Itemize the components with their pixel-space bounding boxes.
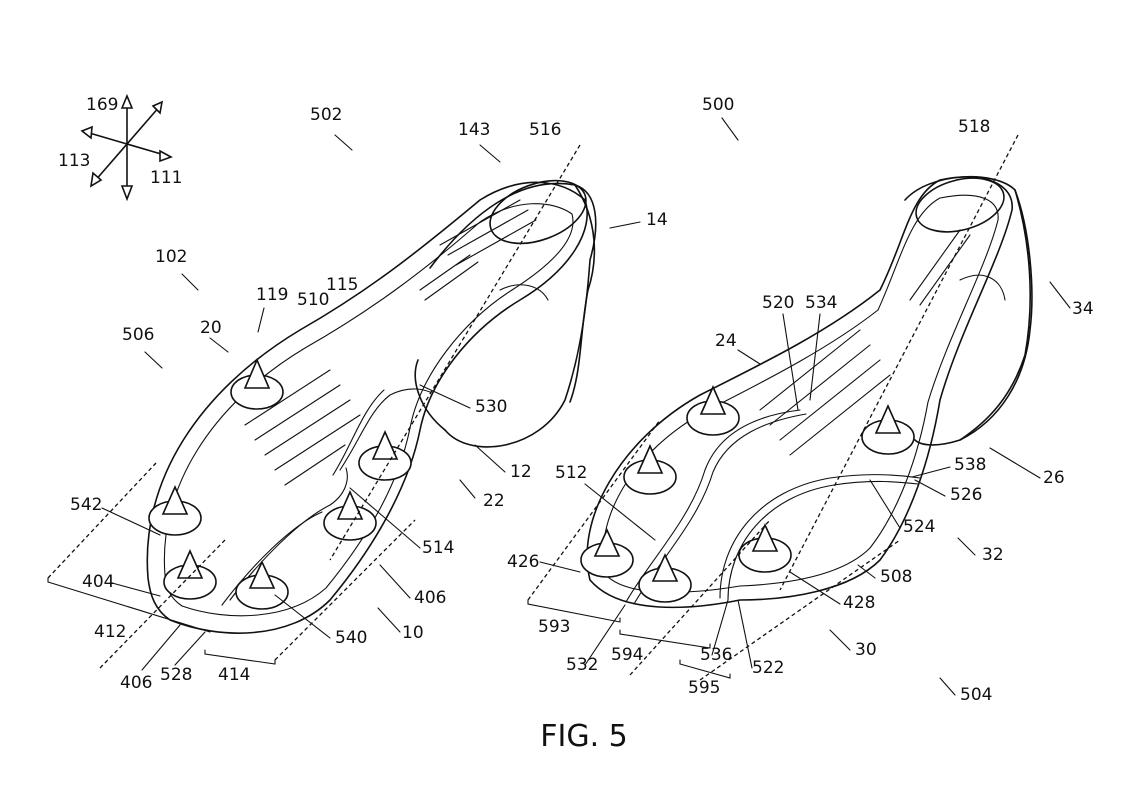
label-404: 404 (82, 572, 114, 592)
label-10: 10 (402, 623, 424, 643)
label-534: 534 (805, 293, 837, 313)
label-111: 111 (150, 168, 182, 188)
label-508: 508 (880, 567, 912, 587)
label-24: 24 (715, 331, 737, 351)
label-542: 542 (70, 495, 102, 515)
label-12: 12 (510, 462, 532, 482)
label-14: 14 (646, 210, 668, 230)
label-518: 518 (958, 117, 990, 137)
label-540: 540 (335, 628, 367, 648)
label-20: 20 (200, 318, 222, 338)
axis-glyph (80, 93, 173, 202)
label-500: 500 (702, 95, 734, 115)
label-113: 113 (58, 151, 90, 171)
cleats-left (148, 357, 412, 610)
label-26: 26 (1043, 468, 1065, 488)
label-593: 593 (538, 617, 570, 637)
label-32: 32 (982, 545, 1004, 565)
label-412: 412 (94, 622, 126, 642)
label-119: 119 (256, 285, 288, 305)
label-143: 143 (458, 120, 490, 140)
label-34: 34 (1072, 299, 1094, 319)
label-169: 169 (86, 95, 118, 115)
label-102: 102 (155, 247, 187, 267)
label-532: 532 (566, 655, 598, 675)
label-406a: 406 (414, 588, 446, 608)
label-524: 524 (903, 517, 935, 537)
label-522: 522 (752, 658, 784, 678)
label-506: 506 (122, 325, 154, 345)
label-514: 514 (422, 538, 454, 558)
label-414: 414 (218, 665, 250, 685)
leader-lines (101, 117, 1071, 696)
label-595: 595 (688, 678, 720, 698)
label-30: 30 (855, 640, 877, 660)
label-516: 516 (529, 120, 561, 140)
label-115: 115 (326, 275, 358, 295)
label-406b: 406 (120, 673, 152, 693)
label-22: 22 (483, 491, 505, 511)
label-526: 526 (950, 485, 982, 505)
label-536: 536 (700, 645, 732, 665)
label-530: 530 (475, 397, 507, 417)
label-538: 538 (954, 455, 986, 475)
label-520: 520 (762, 293, 794, 313)
left-shoe-drawing (47, 144, 597, 669)
label-428: 428 (843, 593, 875, 613)
label-528: 528 (160, 665, 192, 685)
label-502: 502 (310, 105, 342, 125)
label-504: 504 (960, 685, 992, 705)
label-512: 512 (555, 463, 587, 483)
label-594: 594 (611, 645, 643, 665)
cleats-right (580, 385, 915, 603)
figure-caption: FIG. 5 (540, 719, 628, 754)
label-426: 426 (507, 552, 539, 572)
reference-labels: 169 113 111 502 143 516 14 102 119 510 1… (58, 95, 1094, 705)
label-510: 510 (297, 290, 329, 310)
right-shoe-drawing (527, 134, 1033, 681)
